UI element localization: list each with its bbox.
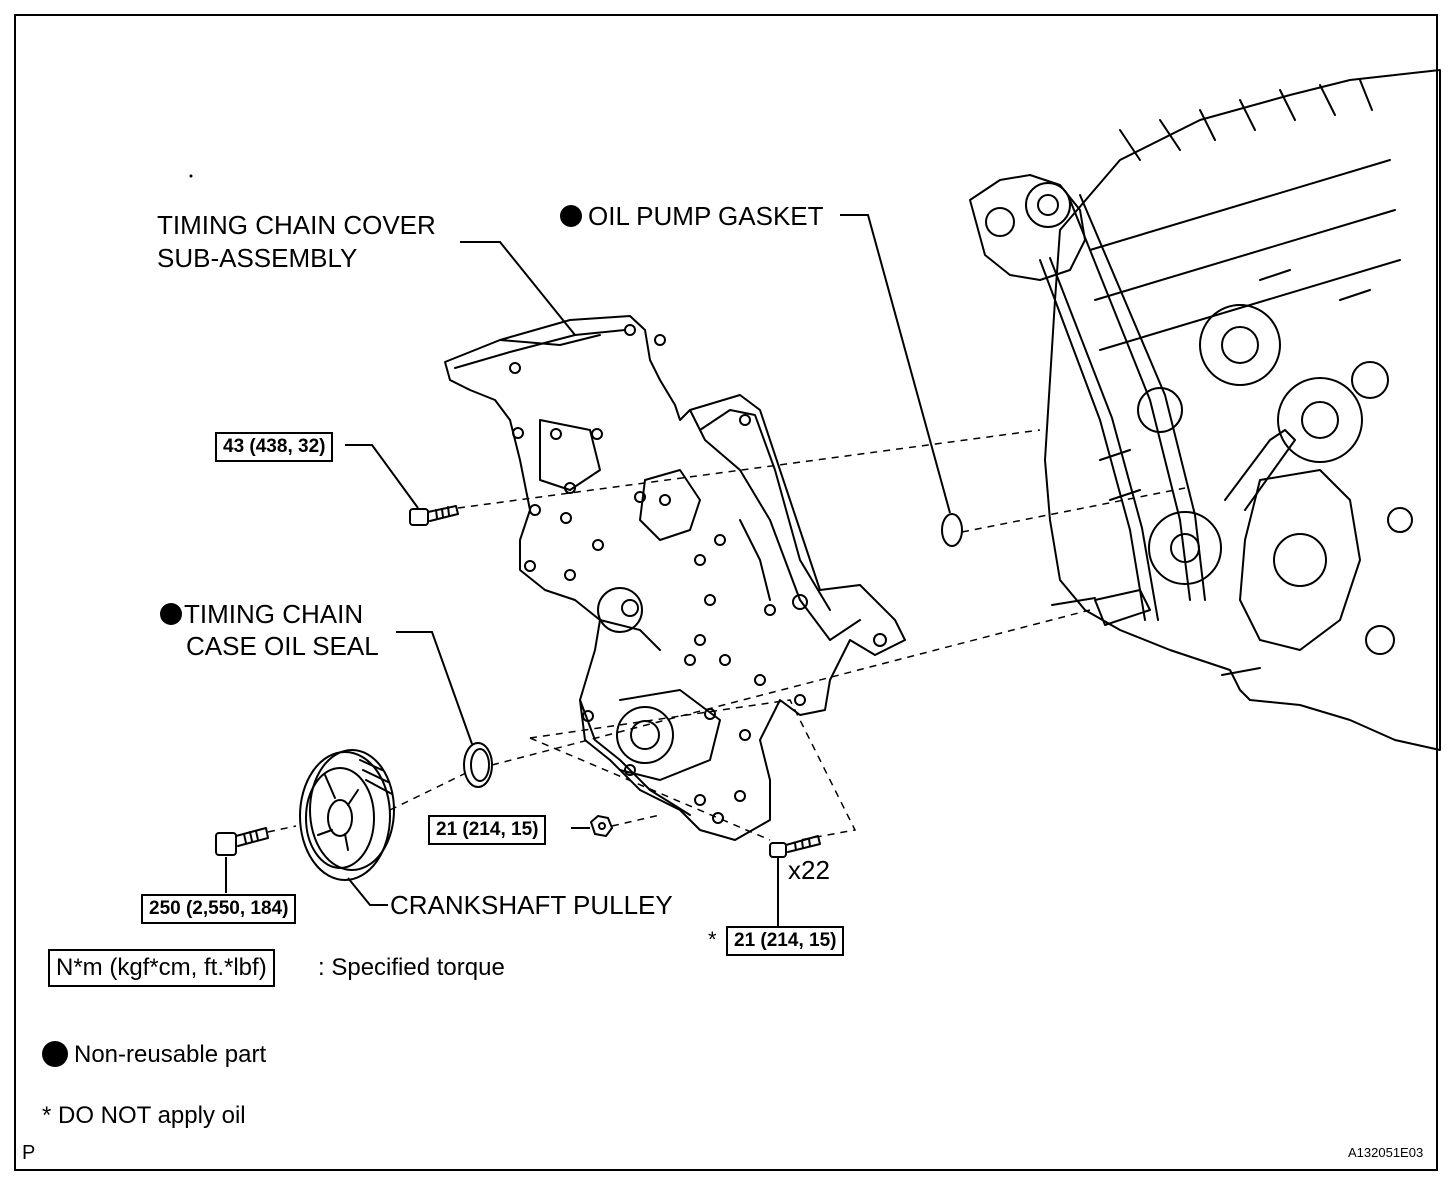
oil-seal-text-line1: TIMING CHAIN	[184, 599, 364, 629]
non-reusable-text: Non-reusable part	[74, 1041, 267, 1068]
torque-units-box: N*m (kgf*cm, ft.*lbf)	[48, 949, 275, 987]
oil-pump-gasket-label: OIL PUMP GASKET	[560, 200, 824, 232]
oil-seal-label-line1: TIMING CHAIN	[160, 598, 363, 630]
timing-chain-cover	[444, 315, 906, 841]
torque-cover-bolt: 43 (438, 32)	[215, 432, 334, 462]
bolt-count-label: x22	[788, 855, 830, 885]
torque-cover-bolts-x22: 21 (214, 15)	[726, 926, 845, 956]
torque-pulley-bolt: 250 (2,550, 184)	[141, 894, 297, 924]
oil-pump-gasket-ring	[941, 513, 963, 547]
figure-code: A132051E03	[1348, 1145, 1424, 1160]
torque-nut: 21 (214, 15)	[428, 815, 547, 845]
crankshaft-pulley	[299, 749, 395, 881]
pulley-bolt	[215, 827, 269, 856]
engine-block	[969, 69, 1441, 751]
no-oil-legend: * DO NOT apply oil	[42, 1102, 246, 1129]
crankshaft-pulley-label: CRANKSHAFT PULLEY	[390, 890, 673, 920]
timing-cover-label-line1: TIMING CHAIN COVER	[157, 210, 436, 240]
corner-letter: P	[22, 1142, 36, 1164]
oil-pump-gasket-text: OIL PUMP GASKET	[588, 201, 824, 231]
non-reusable-dot-icon	[42, 1041, 68, 1067]
diagram-frame	[14, 14, 1438, 1171]
oil-seal-label-line2: CASE OIL SEAL	[186, 631, 379, 661]
non-reusable-legend: Non-reusable part	[42, 1039, 266, 1071]
torque-legend-desc: : Specified torque	[318, 954, 505, 981]
timing-cover-label-line2: SUB-ASSEMBLY	[157, 243, 358, 273]
non-reusable-dot-icon	[160, 603, 182, 625]
nut	[590, 815, 613, 837]
asterisk-mark: *	[708, 927, 717, 952]
non-reusable-dot-icon	[560, 205, 582, 227]
cover-bolt-x22	[769, 835, 821, 858]
oil-seal	[463, 742, 493, 788]
cover-bolt	[409, 505, 459, 526]
